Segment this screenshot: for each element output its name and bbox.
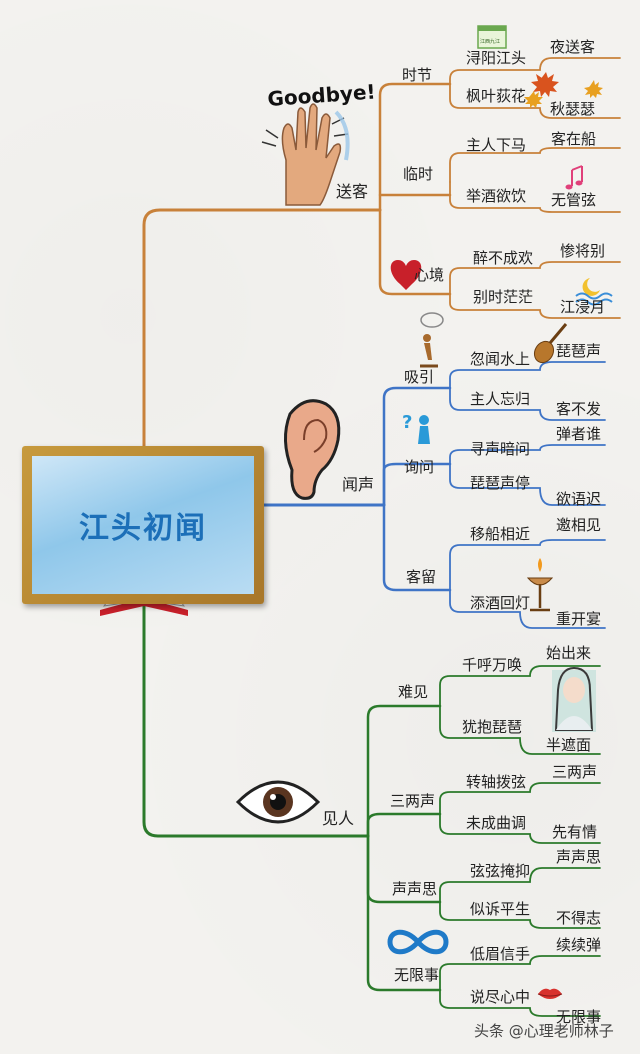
result-label: 半遮面 [546, 736, 591, 754]
music-note-icon [566, 166, 583, 190]
phrase-label: 说尽心中 [470, 988, 530, 1006]
branch-1-sub-2-label: 临时 [403, 165, 433, 183]
phrase-label: 浔阳江头 [466, 49, 526, 67]
phrase-label: 别时茫茫 [473, 288, 533, 306]
result-label: 不得志 [556, 909, 601, 927]
branch-3-sub-3-label: 声声思 [392, 880, 437, 898]
result-label: 三两声 [552, 763, 597, 781]
phrase-label: 移船相近 [470, 525, 530, 543]
result-label: 弹者谁 [556, 425, 601, 443]
result-label: 始出来 [546, 644, 591, 662]
branch-3-label: 见人 [322, 810, 354, 828]
branch-2-sub-1-label: 吸引 [404, 368, 434, 386]
result-label: 客不发 [556, 400, 601, 418]
branch-3-sub-4-label: 无限事 [394, 966, 439, 984]
infinity-icon [390, 932, 446, 952]
phrase-label: 弦弦掩抑 [470, 862, 530, 880]
branch-1-sub-1-label: 时节 [402, 66, 432, 84]
calendar-icon: 江西九江 [478, 26, 506, 48]
center-board-panel: 江头初闻 [32, 456, 254, 594]
lady-portrait-icon [552, 668, 596, 732]
result-label: 惨将别 [560, 242, 605, 260]
branch-3-sub-1-label: 难见 [398, 683, 428, 701]
phrase-label: 添酒回灯 [470, 594, 530, 612]
phrase-label: 醉不成欢 [473, 249, 533, 267]
svg-text:?: ? [402, 412, 412, 433]
branch-2-label: 闻声 [342, 476, 374, 494]
svg-text:江西九江: 江西九江 [480, 38, 500, 45]
branch-3-lines [144, 604, 600, 1016]
result-label: 琵琶声 [556, 342, 601, 360]
phrase-label: 千呼万唤 [462, 656, 522, 674]
result-label: 欲语迟 [556, 490, 601, 508]
result-label: 邀相见 [556, 516, 601, 534]
phrase-label: 琵琶声停 [470, 474, 530, 492]
ear-icon [285, 401, 338, 499]
phrase-label: 举酒欲饮 [466, 187, 526, 205]
result-label: 先有情 [552, 823, 597, 841]
lips-icon [538, 989, 562, 999]
goodbye-text: Goodbye! [267, 79, 377, 110]
watermark: 头条 @心理老师林子 [474, 1020, 614, 1041]
branch-2-sub-2-label: 询问 [404, 458, 434, 476]
oil-lamp-icon [528, 558, 552, 610]
branch-2-sub-3-label: 客留 [406, 568, 436, 586]
center-title: 江头初闻 [79, 503, 207, 547]
eye-icon [238, 782, 318, 822]
phrase-label: 主人忘归 [470, 390, 530, 408]
result-label: 江浸月 [560, 298, 605, 316]
branch-1-sub-3-label: 心境 [414, 266, 444, 284]
result-label: 无管弦 [551, 191, 596, 209]
question-icon: ? [402, 412, 430, 444]
result-label: 客在船 [551, 130, 596, 148]
result-label: 秋瑟瑟 [550, 100, 595, 118]
result-label: 声声思 [556, 848, 601, 866]
phrase-label: 似诉平生 [470, 900, 530, 918]
phrase-label: 枫叶荻花 [466, 87, 526, 105]
phrase-label: 转轴拨弦 [466, 773, 526, 791]
result-label: 续续弹 [556, 936, 601, 954]
phrase-label: 寻声暗问 [470, 440, 530, 458]
figure-icon [420, 313, 443, 366]
result-label: 夜送客 [550, 38, 595, 56]
phrase-label: 忽闻水上 [470, 350, 530, 368]
phrase-label: 犹抱琵琶 [462, 718, 522, 736]
branch-1-lines [144, 58, 620, 446]
result-label: 重开宴 [556, 610, 601, 628]
center-board: 江头初闻 [22, 446, 264, 604]
branch-1-label: 送客 [336, 183, 368, 201]
phrase-label: 主人下马 [466, 136, 526, 154]
phrase-label: 低眉信手 [470, 945, 530, 963]
branch-3-sub-2-label: 三两声 [390, 792, 435, 810]
phrase-label: 未成曲调 [466, 814, 526, 832]
